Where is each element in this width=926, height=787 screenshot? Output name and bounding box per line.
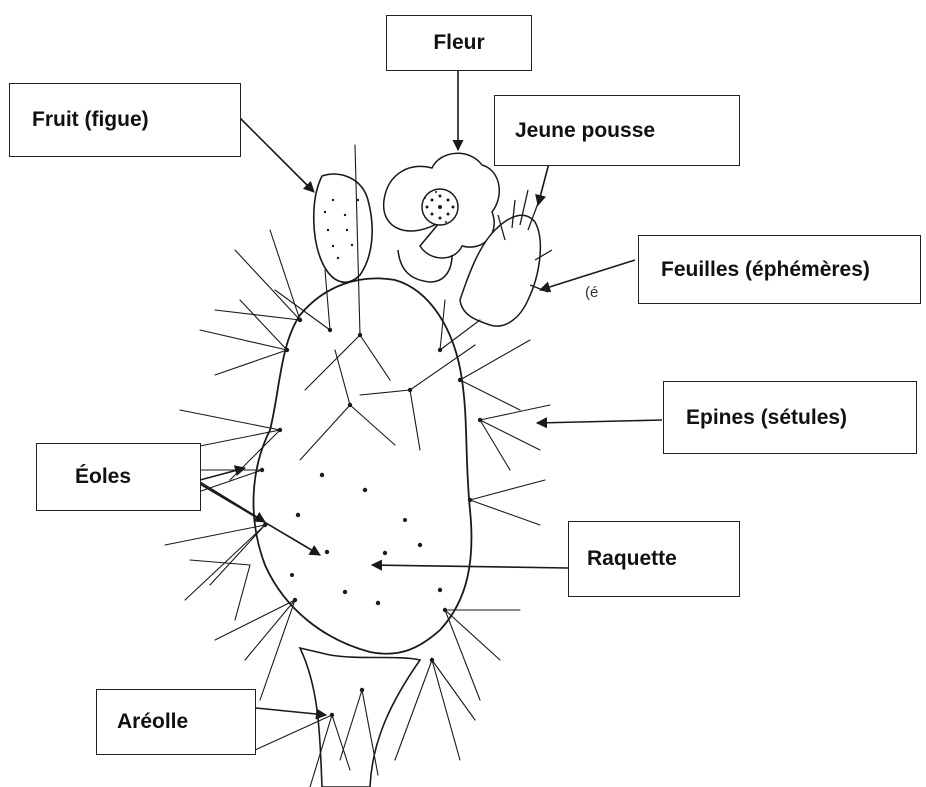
label-raquette: Raquette: [568, 521, 740, 597]
label-raquette-text: Raquette: [587, 547, 677, 571]
label-areolle: Aréolle: [96, 689, 256, 755]
arrow-fruit: [240, 118, 314, 192]
label-fruit-text: Fruit (figue): [32, 108, 149, 132]
label-jeune-pousse: Jeune pousse: [494, 95, 740, 166]
label-jeune-pousse-text: Jeune pousse: [515, 119, 655, 143]
fruit-shape: [314, 174, 372, 282]
label-feuilles: Feuilles (éphémères): [638, 235, 921, 304]
label-feuilles-text: Feuilles (éphémères): [661, 258, 870, 282]
label-eoles-text: Éoles: [75, 465, 131, 489]
label-eoles: Éoles: [36, 443, 201, 511]
label-fleur-text: Fleur: [433, 31, 484, 55]
label-epines: Epines (sétules): [663, 381, 917, 454]
label-areolle-text: Aréolle: [117, 710, 188, 734]
label-fleur: Fleur: [386, 15, 532, 71]
arrow-jeune-pousse: [538, 163, 549, 205]
arrow-areolle: [256, 708, 326, 715]
label-fruit: Fruit (figue): [9, 83, 241, 157]
pad-outline: [254, 278, 472, 653]
label-epines-text: Epines (sétules): [686, 406, 847, 430]
arrow-epines: [537, 420, 662, 423]
lower-stem: [300, 648, 420, 787]
stray-glyph: (é: [585, 284, 598, 301]
